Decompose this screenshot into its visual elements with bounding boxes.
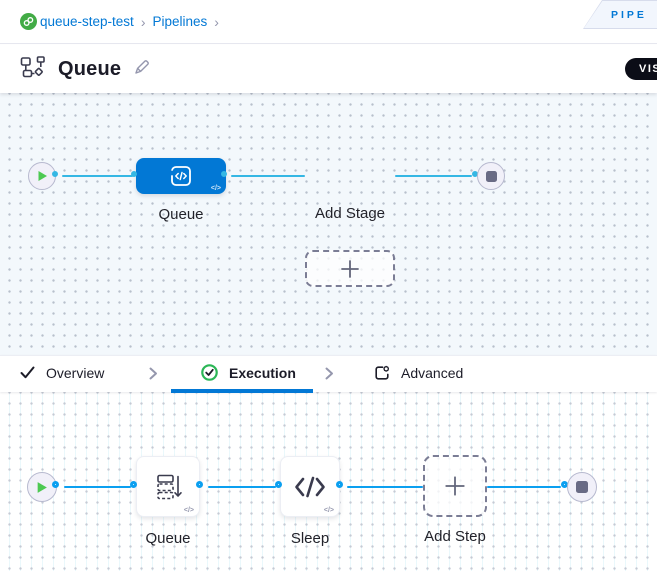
step-connector-line — [208, 485, 276, 489]
step-yaml-badge: </> — [323, 507, 334, 514]
custom-stage-icon — [169, 166, 191, 186]
pipeline-start-node[interactable] — [28, 162, 56, 190]
tab-advanced-label: Advanced — [401, 364, 464, 381]
stage-canvas[interactable]: </> Queue Add Stage — [0, 93, 657, 355]
edit-title-icon[interactable] — [133, 58, 151, 81]
plus-icon — [341, 259, 359, 278]
play-icon — [37, 481, 47, 493]
play-icon — [38, 171, 47, 181]
step-connector-port[interactable] — [274, 480, 282, 488]
stop-icon — [576, 481, 588, 493]
add-step-label: Add Step — [424, 528, 486, 545]
step-connector-port[interactable] — [129, 480, 137, 488]
step-connector-port[interactable] — [195, 480, 203, 488]
pipeline-studio-tab[interactable]: PIPE — [583, 0, 657, 29]
add-stage-button[interactable] — [305, 250, 395, 287]
stage-connector-port[interactable] — [130, 170, 137, 177]
pipeline-tab-bar: Overview Execution Advanced — [0, 355, 657, 393]
step-connector-line — [347, 485, 423, 489]
execution-step-canvas[interactable]: </> Queue </> Sleep Add Step — [0, 392, 657, 571]
breadcrumb-separator: › — [140, 13, 146, 30]
stage-node-queue[interactable]: </> — [136, 158, 226, 194]
step-node-queue[interactable]: </> — [136, 456, 200, 517]
stage-yaml-badge: </> — [210, 185, 221, 192]
stage-connector-line — [231, 174, 305, 177]
breadcrumb-bar: queue-step-test › Pipelines › PIPE — [0, 0, 657, 44]
visual-yaml-toggle[interactable]: VISU — [625, 58, 657, 80]
tab-overview[interactable]: Overview — [20, 356, 104, 389]
execution-end-node[interactable] — [567, 472, 597, 502]
advanced-settings-icon — [375, 365, 389, 380]
step-connector-line — [487, 485, 561, 489]
stage-connector-line — [395, 174, 472, 177]
tab-execution-label: Execution — [229, 364, 296, 381]
chevron-right-icon — [149, 367, 157, 380]
stage-connector-port[interactable] — [51, 170, 58, 177]
step-connector-line — [64, 485, 131, 489]
breadcrumb: queue-step-test › Pipelines › — [40, 14, 219, 30]
breadcrumb-pipelines-link[interactable]: Pipelines — [152, 14, 208, 29]
step-label: Queue — [145, 530, 191, 547]
pipeline-end-node[interactable] — [477, 162, 505, 190]
step-node-sleep[interactable]: </> — [280, 456, 340, 517]
add-step-button[interactable] — [423, 455, 487, 517]
pipeline-icon — [20, 55, 46, 83]
add-stage-label: Add Stage — [314, 205, 386, 222]
active-tab-underline — [171, 389, 313, 393]
stage-connector-port[interactable] — [471, 170, 478, 177]
plus-icon — [445, 476, 465, 496]
step-connector-port[interactable] — [51, 480, 59, 488]
code-step-icon — [295, 476, 325, 497]
tab-overview-label: Overview — [46, 364, 105, 381]
stage-connector-port[interactable] — [220, 170, 227, 177]
stop-icon — [485, 170, 497, 182]
breadcrumb-separator: › — [214, 13, 219, 30]
check-circle-icon — [201, 364, 218, 381]
harness-logo-icon[interactable] — [20, 13, 37, 30]
tab-execution[interactable]: Execution — [201, 356, 296, 389]
step-label: Sleep — [290, 530, 330, 547]
breadcrumb-project-link[interactable]: queue-step-test — [40, 14, 134, 29]
queue-step-icon — [157, 474, 182, 499]
stage-label: Queue — [158, 206, 204, 223]
chevron-right-icon — [325, 367, 333, 380]
check-icon — [20, 366, 35, 379]
stage-connector-line — [62, 174, 133, 177]
page-title: Queue — [58, 57, 122, 80]
pipeline-header: Queue VISU — [0, 45, 657, 93]
tab-advanced[interactable]: Advanced — [374, 356, 463, 389]
step-connector-port[interactable] — [335, 480, 343, 488]
step-yaml-badge: </> — [183, 507, 194, 514]
step-connector-port[interactable] — [560, 480, 568, 488]
